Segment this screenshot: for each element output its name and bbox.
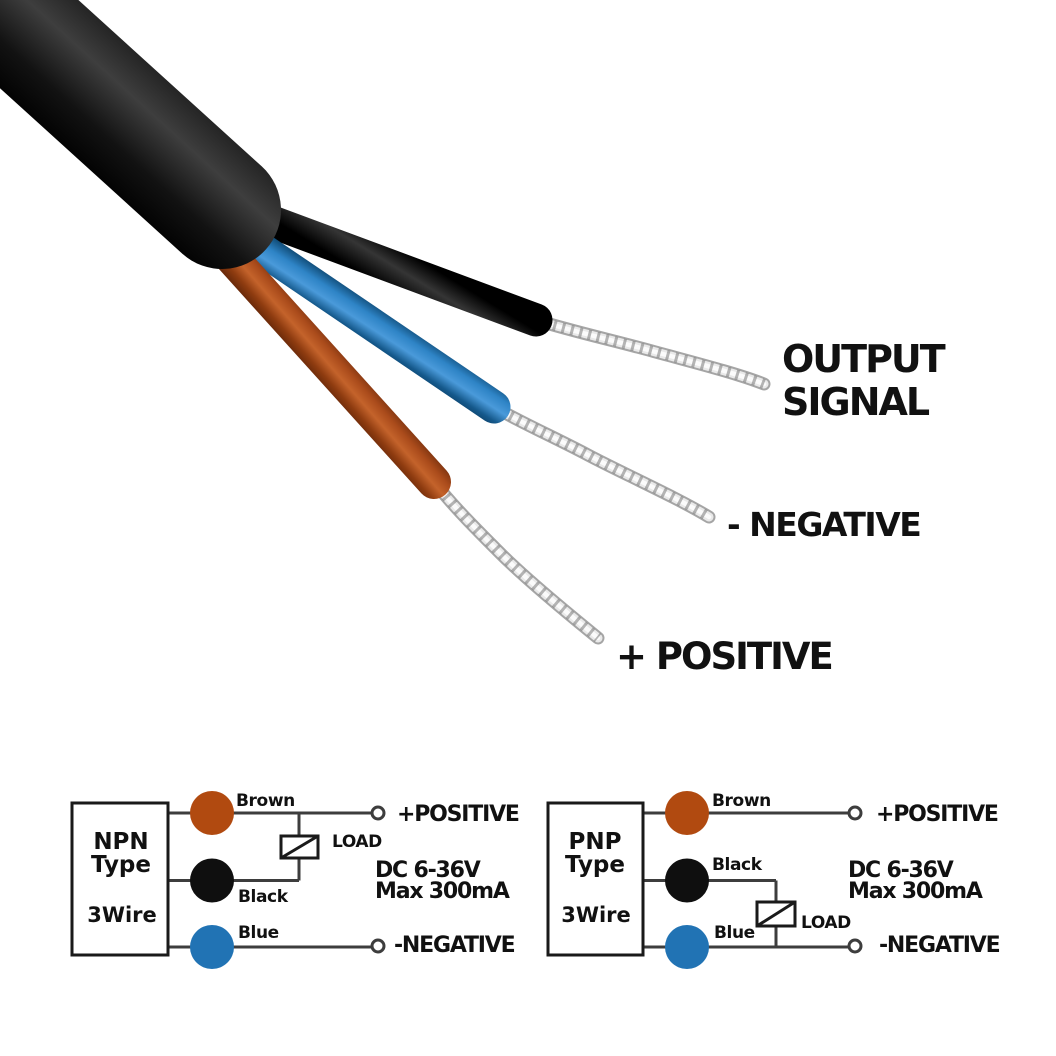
npn-box-type: Type — [91, 852, 151, 878]
npn-brown-wire-dot — [190, 791, 234, 835]
pnp-load-label: LOAD — [801, 913, 851, 933]
negative-wire-strand-tip — [487, 400, 716, 524]
pnp-black-wire-dot — [665, 858, 709, 903]
positive-wire-strand-tip — [427, 475, 605, 645]
pnp-box-wires: 3Wire — [561, 903, 631, 927]
output-wire-black — [223, 193, 553, 337]
pnp-box-type: Type — [565, 852, 625, 878]
pnp-spec-line1: DC 6-36V — [848, 858, 954, 883]
pnp-blue-label: Blue — [714, 923, 755, 943]
pnp-positive-terminal-label: +POSITIVE — [876, 802, 998, 827]
npn-brown-label: Brown — [236, 791, 295, 811]
pnp-black-label: Black — [712, 855, 763, 875]
npn-load-label: LOAD — [332, 832, 382, 852]
npn-black-label: Black — [238, 887, 289, 907]
pnp-blue-wire-dot — [665, 925, 709, 969]
npn-box-wires: 3Wire — [87, 903, 157, 927]
cable-jacket — [0, 0, 281, 269]
npn-negative-terminal-label: -NEGATIVE — [394, 933, 515, 958]
npn-spec-line2: Max 300mA — [375, 879, 510, 904]
pnp-spec-line2: Max 300mA — [848, 879, 983, 904]
pnp-sensor-box — [546, 801, 645, 957]
npn-negative-terminal-dot — [370, 938, 386, 954]
pnp-negative-terminal-dot — [847, 938, 863, 954]
pnp-negative-terminal-label: -NEGATIVE — [879, 933, 1000, 958]
npn-spec-line1: DC 6-36V — [375, 858, 481, 883]
positive-wire-brown — [205, 230, 451, 499]
cable-photo — [0, 0, 771, 645]
positive-label: + POSITIVE — [616, 635, 832, 678]
pnp-box-title: PNP — [569, 829, 622, 855]
output-wire-strand-tip — [529, 313, 771, 391]
npn-positive-terminal-dot — [370, 805, 386, 821]
pnp-brown-wire-dot — [665, 791, 709, 835]
npn-blue-label: Blue — [238, 923, 279, 943]
npn-black-wire-dot — [190, 858, 234, 903]
npn-load-diagonal — [280, 834, 319, 860]
npn-sensor-box — [70, 801, 170, 957]
pnp-load-diagonal — [756, 900, 796, 928]
pnp-positive-terminal-dot — [847, 805, 863, 821]
npn-box-title: NPN — [93, 829, 148, 855]
npn-positive-terminal-label: +POSITIVE — [397, 802, 519, 827]
npn-blue-wire-dot — [190, 925, 234, 969]
npn-diagram: NPN Type 3Wire Brown Black Blue LOAD +PO… — [70, 791, 520, 969]
output-signal-label-line2: SIGNAL — [782, 380, 930, 424]
pnp-diagram: PNP Type 3Wire Brown Black Blue LOAD +PO… — [546, 791, 1001, 969]
negative-label: - NEGATIVE — [727, 505, 920, 544]
output-signal-label-line1: OUTPUT — [782, 337, 946, 381]
pnp-brown-label: Brown — [712, 791, 771, 811]
negative-wire-blue — [228, 221, 511, 424]
